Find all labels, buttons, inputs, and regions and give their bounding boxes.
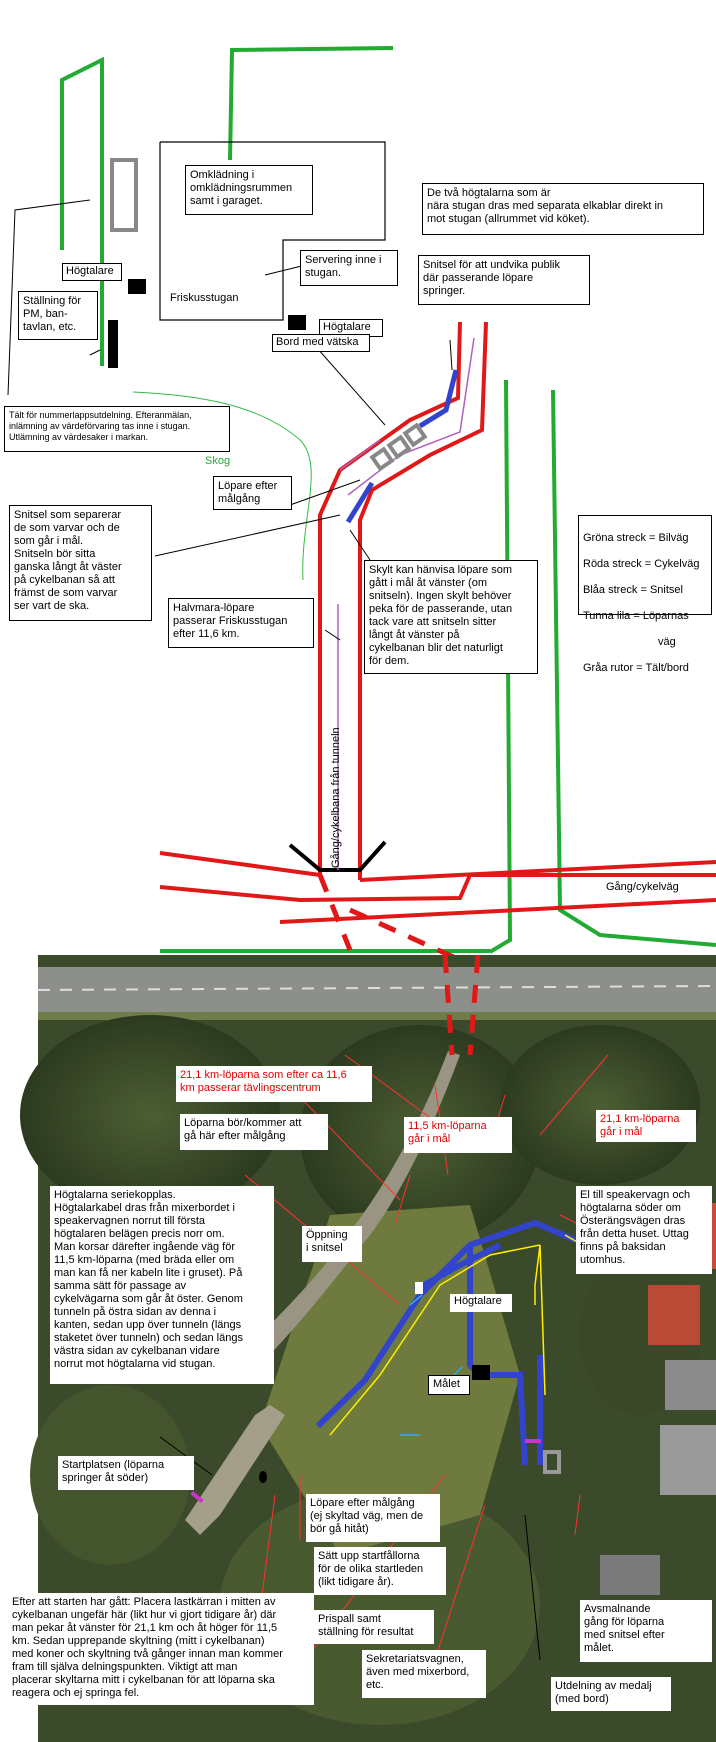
aerial-tunnel — [442, 955, 481, 1056]
cykelvag-lines — [159, 321, 716, 924]
km11-mal-box: 11,5 km-löparna går i mål — [404, 1117, 512, 1153]
oppning-box: Öppning i snitsel — [302, 1226, 362, 1262]
pointer-arrows — [7, 199, 453, 641]
prispall-box: Prispall samt ställning för resultat — [314, 1610, 434, 1644]
el-speakervagn-box: El till speakervagn och högtalarna söder… — [576, 1186, 712, 1274]
stallning-block — [108, 320, 118, 368]
legend-item-snitsel: Blåa streck = Snitsel — [583, 584, 683, 596]
snitsel-lines — [345, 369, 459, 524]
efter-start-box: Efter att starten har gått: Placera last… — [8, 1593, 314, 1705]
hogtalarna-serie-box: Högtalarna seriekopplas. Högtalarkabel d… — [50, 1186, 274, 1384]
start-path — [185, 1405, 285, 1535]
legend-item-bilvag: Gröna streck = Bilväg — [583, 532, 689, 544]
legend-item-loparvag: Tunna lila = Löparnas — [583, 610, 689, 622]
lopare-efter-malgang-box: Löpare efter målgång — [213, 476, 292, 510]
gang-cykelvag-label: Gång/cykelväg — [606, 881, 679, 893]
malet-box: Målet — [428, 1375, 470, 1395]
lopare-bor-box: Löparna bör/kommer att gå här efter målg… — [180, 1114, 328, 1150]
legend-item-cykelvag: Röda streck = Cykelväg — [583, 558, 700, 570]
speaker-right — [288, 315, 306, 330]
halvmara-box: Halvmara-löpare passerar Friskusstugan e… — [168, 598, 314, 648]
tunnel-mouth — [288, 840, 387, 872]
servering-box: Servering inne i stugan. — [300, 250, 398, 286]
km21-passerar-box: 21,1 km-löparna som efter ca 11,6 km pas… — [176, 1066, 372, 1102]
utdelning-box: Utdelning av medalj (med bord) — [551, 1677, 671, 1711]
sekretariat-box: Sekretariatsvagnen, även med mixerbord, … — [362, 1650, 486, 1698]
skog-label: Skog — [205, 455, 231, 467]
snitsel-separerar-box: Snitsel som separerar de som varvar och … — [9, 505, 152, 621]
tunnel-label: Gång/cykelbana från tunneln — [330, 727, 342, 868]
hogtalarna-note-box: De två högtalarna som är nära stugan dra… — [422, 183, 704, 235]
speaker-left — [128, 279, 146, 294]
stallning-box: Ställning för PM, ban- tavlan, etc. — [18, 291, 98, 340]
omkladning-box: Omklädning i omklädningsrummen samt i ga… — [185, 165, 313, 215]
aerial-snitsel — [315, 1219, 577, 1466]
loparvag-lines — [337, 337, 475, 870]
hogtalare-right-box: Högtalare — [319, 319, 383, 337]
tunnel-crossing — [317, 874, 456, 955]
cyan-arrows — [400, 1294, 463, 1436]
legend-item-loparvag-cont: väg — [658, 636, 676, 648]
bord-vatska-box: Bord med vätska — [272, 334, 370, 352]
avsmalnande-box: Avsmalnande gång för löparna med snitsel… — [580, 1600, 712, 1662]
hogtalare-aerial-box: Högtalare — [450, 1294, 512, 1312]
snitsel-publik-box: Snitsel för att undvika publik där passe… — [418, 255, 590, 305]
hogtalare-left-box: Högtalare — [62, 263, 122, 281]
lopare-efter-box: Löpare efter målgång (ej skyltad väg, me… — [306, 1494, 440, 1542]
osterangsvagen — [38, 967, 716, 1012]
startplatsen-box: Startplatsen (löparna springer åt söder) — [58, 1456, 194, 1490]
skylt-box: Skylt kan hänvisa löpare som gått i mål … — [364, 560, 538, 674]
sketch-map — [7, 46, 716, 955]
friskusstugan-outline — [159, 141, 386, 321]
km21-mal-box: 21,1 km-löparna går i mål — [596, 1110, 696, 1142]
talt-nummerlapp-box: Tält för nummerlappsutdelning. Efteranmä… — [4, 406, 230, 452]
friskusstugan-label: Friskusstugan — [170, 292, 239, 304]
startfallorna-box: Sätt upp startfållorna för de olika star… — [314, 1547, 446, 1595]
legend-box: Gröna streck = Bilväg Röda streck = Cyke… — [578, 515, 712, 674]
skog-boundary — [132, 391, 312, 581]
grass-field — [260, 1205, 520, 1555]
talt-boxes — [110, 158, 428, 472]
aerial-speaker-south — [472, 1365, 490, 1380]
legend-item-talt: Gråa rutor = Tält/bord — [583, 662, 689, 674]
